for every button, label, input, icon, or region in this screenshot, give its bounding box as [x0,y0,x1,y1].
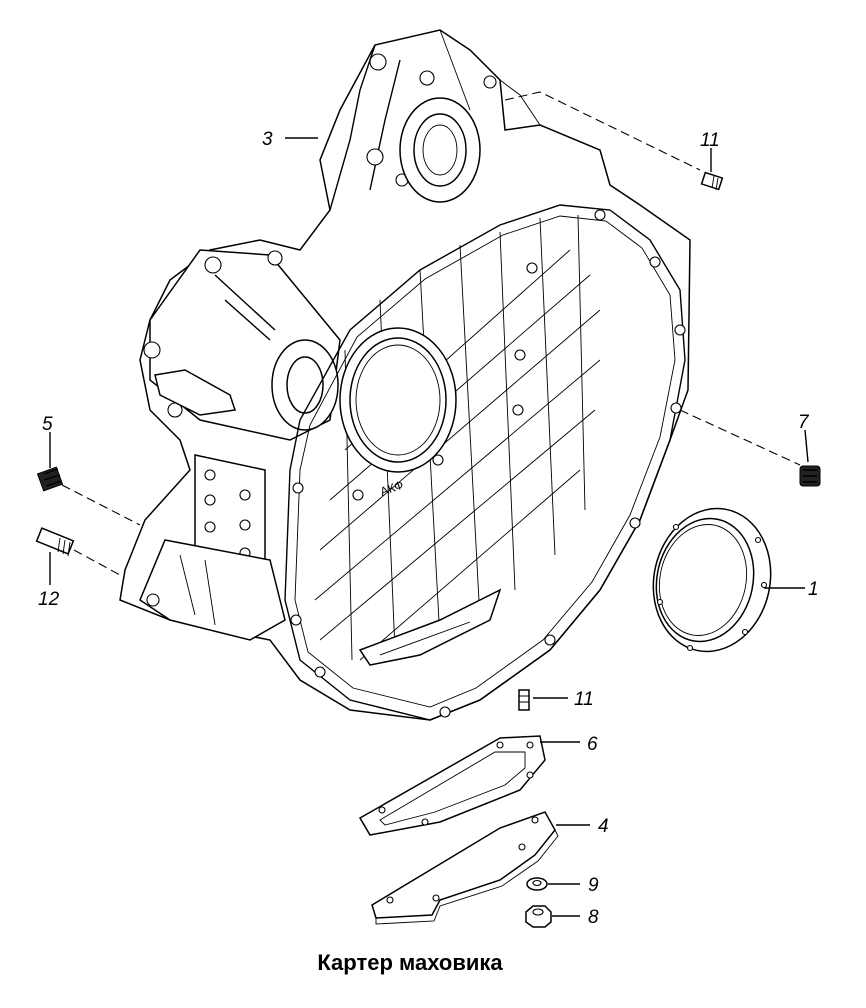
plug-part-7 [799,465,821,487]
callout-9: 9 [588,875,599,896]
callout-6: 6 [587,734,598,755]
pin-part-12 [35,527,75,557]
callout-7: 7 [798,412,810,433]
callout-12: 12 [38,589,60,610]
washer-part-9 [526,877,548,891]
callout-1: 1 [808,579,819,600]
assembly-line-7 [679,409,801,466]
assembly-line-11-top [504,91,701,171]
gasket-part-6 [358,735,546,836]
callout-11-mid: 11 [574,689,594,710]
pin-part-11-top [700,171,724,191]
nut-part-8 [525,905,552,928]
assembly-line-12 [73,549,121,576]
assembly-line-5 [61,484,141,526]
callout-5: 5 [42,414,53,435]
callout-8: 8 [588,907,599,928]
cover-plate-part-4 [371,811,559,925]
pin-part-11-mid [518,689,530,711]
flywheel-housing: АКФ [119,29,691,721]
diagram-caption: Картер маховика [317,950,503,975]
oil-seal-ring [652,507,772,653]
callout-11-top: 11 [700,130,720,151]
callout-4: 4 [598,816,609,837]
plug-part-5 [36,466,64,492]
callout-3: 3 [262,129,273,150]
